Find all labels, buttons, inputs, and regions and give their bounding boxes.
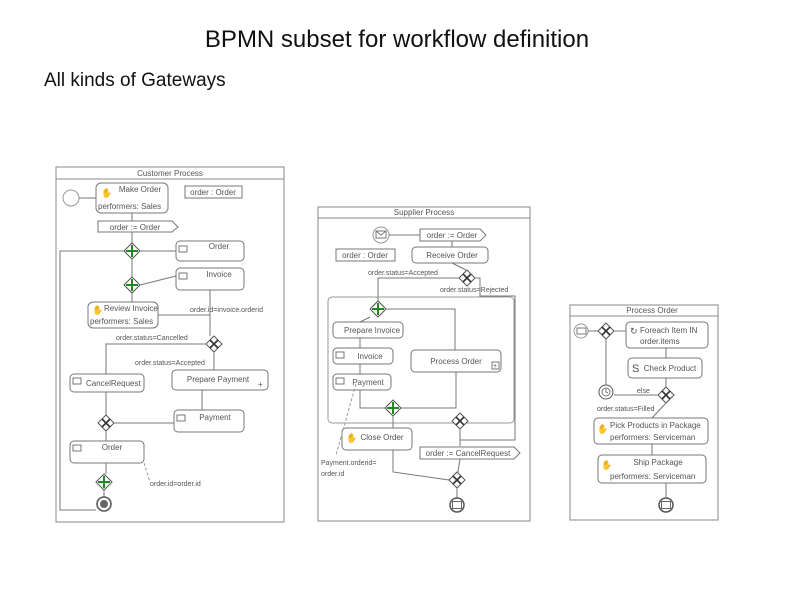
invoice-condition-label: order.id=invoice.orderid <box>190 307 263 314</box>
check-product-label: Check Product <box>644 364 697 373</box>
prepare-invoice-task <box>332 321 404 339</box>
supplier-parallel-gateway-1 <box>369 300 387 318</box>
supplier-assign-order-label: order := Order <box>427 231 478 240</box>
receive-order-task <box>411 246 489 264</box>
close-order-icon: ✋ <box>346 432 357 443</box>
supplier-parallel-gateway-2 <box>384 399 402 417</box>
ship-package-task <box>597 454 707 484</box>
review-invoice-performers: performers: Sales <box>90 317 153 326</box>
close-order-task <box>341 427 413 451</box>
order-end-label: Order <box>102 443 123 452</box>
timer-event <box>598 384 614 400</box>
payment-note-line-1: Payment.orderid= <box>321 460 376 467</box>
cancelled-condition-label: order.status=Cancelled <box>116 335 188 342</box>
supplier-rejected-condition-label: order.status=Rejected <box>440 287 508 294</box>
pick-products-task <box>593 417 709 445</box>
supplier-payment-label: Payment <box>352 378 384 387</box>
parallel-gateway-1 <box>123 242 141 260</box>
customer-start-event <box>62 189 80 207</box>
order-data-object-label: order : Order <box>190 188 236 197</box>
supplier-accepted-condition-label: order.status=Accepted <box>368 270 438 277</box>
payment-message-task <box>173 409 245 433</box>
supplier-cancel-request-label: order := CancelRequest <box>426 449 511 458</box>
supplier-invoice-task <box>332 347 394 365</box>
foreach-line-1: Foreach Item IN <box>640 326 698 335</box>
order-message-label: Order <box>209 242 230 251</box>
pick-products-icon: ✋ <box>597 423 608 434</box>
ship-package-icon: ✋ <box>601 459 612 470</box>
script-icon: S <box>632 363 639 375</box>
prepare-payment-subprocess-icon: + <box>258 380 263 389</box>
accepted-condition-label: order.status=Accepted <box>135 360 205 367</box>
supplier-order-data-object <box>335 248 396 262</box>
close-order-label: Close Order <box>360 433 403 442</box>
process-order-pool-title: Process Order <box>626 306 678 315</box>
supplier-cancel-request-shape <box>419 446 521 460</box>
cancel-request-task <box>69 373 145 393</box>
order-end-task <box>69 440 145 464</box>
make-order-performers: performers: Sales <box>98 202 161 211</box>
supplier-process-pool: Supplier Process order := Order order : … <box>317 206 531 522</box>
supplier-exclusive-gateway-1 <box>458 269 476 287</box>
receive-order-label: Receive Order <box>426 251 478 260</box>
process-order-message-end-event <box>658 497 674 513</box>
orderid-condition-label: order.id=order.id <box>150 481 201 488</box>
invoice-message-label: Invoice <box>206 270 232 279</box>
process-order-pool: Process Order ↻ Foreach Item IN order.it… <box>569 304 719 521</box>
cancel-request-label: CancelRequest <box>86 379 141 388</box>
process-order-message-start-event <box>573 323 589 339</box>
page-subtitle: All kinds of Gateways <box>44 70 226 91</box>
assign-order-label: order := Order <box>110 223 161 232</box>
prepare-payment-task <box>171 369 269 391</box>
order-message-task <box>175 240 245 262</box>
supplier-message-start-event <box>372 226 390 244</box>
make-order-icon: ✋ <box>101 187 112 198</box>
exclusive-gateway-1 <box>205 335 223 353</box>
prepare-payment-label: Prepare Payment <box>187 375 250 384</box>
pick-products-performers: performers: Serviceman <box>610 433 695 442</box>
supplier-message-end-event <box>449 497 465 513</box>
customer-pool-title: Customer Process <box>137 169 203 178</box>
review-invoice-label: Review Invoice <box>104 304 158 313</box>
payment-note-line-2: order.id <box>321 471 344 478</box>
loop-icon: ↻ <box>630 326 638 336</box>
process-order-label: Process Order <box>430 357 482 366</box>
page-title: BPMN subset for workflow definition <box>204 26 590 53</box>
customer-end-event <box>96 496 112 512</box>
supplier-assign-order-shape <box>419 228 487 242</box>
foreach-line-2: order.items <box>640 337 680 346</box>
supplier-invoice-label: Invoice <box>357 352 383 361</box>
supplier-subprocess-frame <box>327 296 515 424</box>
filled-condition-label: order.status=Filled <box>597 406 654 413</box>
pick-products-label: Pick Products in Package <box>610 421 701 430</box>
payment-message-label: Payment <box>199 413 231 422</box>
ship-package-performers: performers: Serviceman <box>610 472 695 481</box>
review-invoice-icon: ✋ <box>92 304 103 315</box>
supplier-order-data-label: order : Order <box>342 251 388 260</box>
svg-text:+: + <box>493 363 497 370</box>
prepare-invoice-label: Prepare Invoice <box>344 326 401 335</box>
ship-package-label: Ship Package <box>633 458 683 467</box>
supplier-exclusive-gateway-3 <box>448 471 466 489</box>
foreach-item-task <box>625 321 709 349</box>
supplier-pool-title: Supplier Process <box>394 208 454 217</box>
supplier-payment-task <box>332 373 392 391</box>
else-condition-label: else <box>637 388 650 395</box>
parallel-gateway-3 <box>95 473 113 491</box>
order-data-object <box>184 185 243 199</box>
customer-process-pool: Customer Process ✋ Make Order performers… <box>55 166 285 523</box>
check-product-task <box>627 357 703 379</box>
make-order-label: Make Order <box>119 185 162 194</box>
assign-order-shape <box>97 220 179 233</box>
